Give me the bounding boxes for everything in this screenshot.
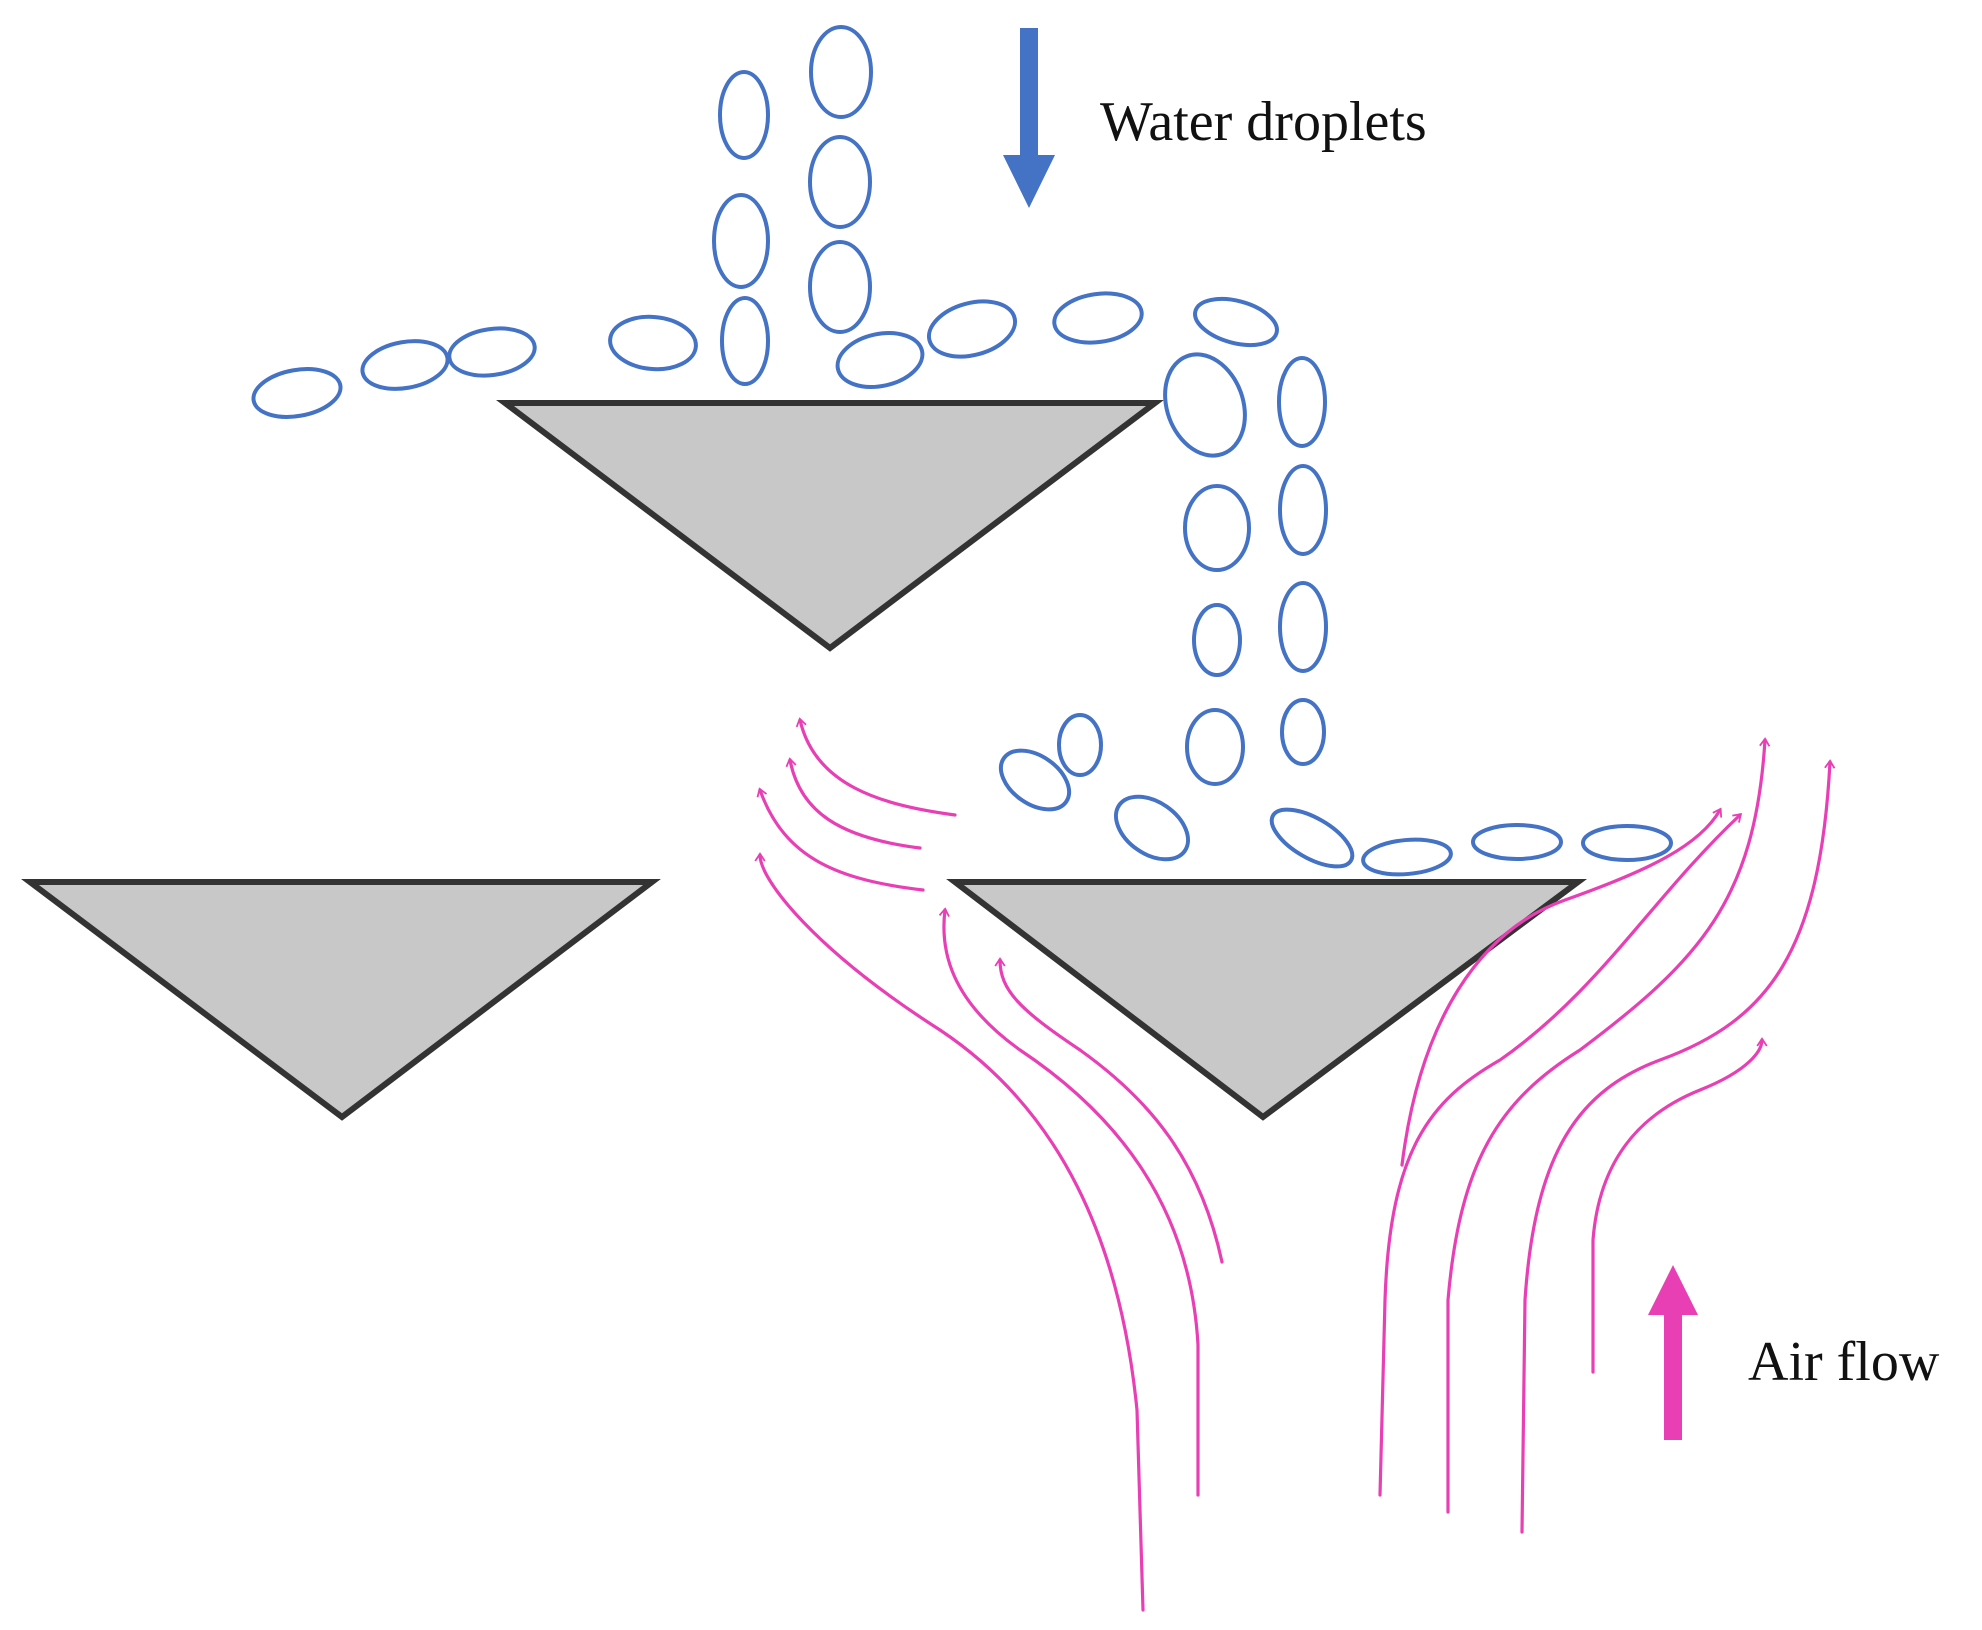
- air-flow-streamline: [994, 957, 1224, 1264]
- water-droplet: [1052, 291, 1144, 345]
- air-flow-streamline: [785, 757, 922, 850]
- water-droplet: [1581, 824, 1673, 862]
- water-droplet: [808, 240, 872, 334]
- water-droplet: [1185, 708, 1245, 786]
- water-down-arrow-icon: [1003, 28, 1055, 208]
- water-droplet: [1192, 603, 1242, 677]
- air-up-arrow-icon: [1648, 1265, 1698, 1440]
- air-flow-streamline: [1400, 807, 1723, 1167]
- water-droplet: [1278, 581, 1328, 673]
- water-droplet: [251, 367, 343, 419]
- water-droplet: [1280, 698, 1326, 766]
- air-flow-streamline: [1378, 813, 1743, 1497]
- water-droplet: [1057, 713, 1103, 777]
- water-droplet: [720, 296, 770, 386]
- air-flow-legend: Air flow: [1648, 1265, 1940, 1440]
- air-flow-streamline: [756, 787, 925, 892]
- water-droplet: [1278, 464, 1328, 556]
- water-droplet: [1113, 794, 1191, 862]
- air-flow-label: Air flow: [1748, 1331, 1940, 1393]
- water-droplets: [251, 25, 1673, 877]
- air-flow-streamline: [795, 717, 957, 817]
- water-droplet: [926, 299, 1018, 359]
- water-droplet: [1361, 837, 1453, 877]
- air-flow-streamline: [938, 907, 1200, 1497]
- water-droplet: [447, 326, 537, 378]
- water-droplet: [1183, 484, 1251, 572]
- water-droplet: [1269, 807, 1355, 869]
- water-droplet: [1277, 356, 1327, 448]
- water-droplet: [809, 25, 873, 119]
- water-droplet: [998, 748, 1072, 812]
- water-droplet: [712, 193, 770, 289]
- water-droplet: [808, 135, 872, 229]
- air-flow-lines: [754, 717, 1836, 1612]
- upper-plate: [496, 400, 1164, 652]
- water-droplets-legend: Water droplets: [1003, 28, 1427, 208]
- water-droplet: [1193, 296, 1279, 348]
- water-droplet: [1471, 823, 1563, 861]
- water-droplets-label: Water droplets: [1100, 91, 1427, 153]
- plates: [21, 400, 1588, 1121]
- water-droplet: [835, 331, 925, 389]
- water-droplet: [1163, 352, 1247, 458]
- water-droplet: [608, 314, 698, 372]
- lower-left-plate: [21, 879, 661, 1121]
- air-flow-streamline: [754, 852, 1145, 1612]
- air-flow-streamline: [1591, 1037, 1768, 1374]
- lower-right-plate: [946, 879, 1588, 1121]
- air-flow-streamline: [1446, 737, 1771, 1514]
- water-droplet: [718, 70, 770, 160]
- air-flow-streamline: [1520, 759, 1836, 1534]
- water-droplet: [360, 339, 450, 391]
